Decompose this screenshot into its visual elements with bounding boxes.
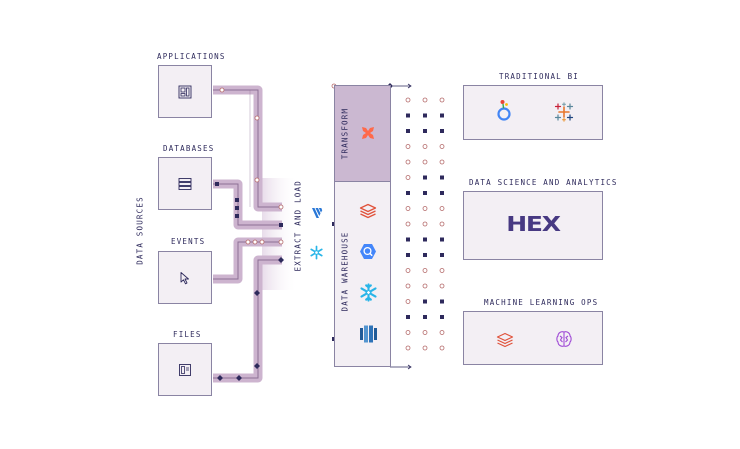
flow-dot bbox=[405, 206, 411, 211]
target-label-mlops: MACHINE LEARNING OPS bbox=[484, 298, 599, 307]
flow-dot bbox=[406, 237, 410, 242]
source-box-databases bbox=[158, 157, 212, 210]
flow-dot bbox=[440, 315, 444, 319]
flow-dot bbox=[405, 283, 411, 289]
tableau-icon bbox=[554, 102, 574, 122]
data-sources-label: DATA SOURCES bbox=[135, 196, 145, 265]
flow-dot bbox=[406, 315, 410, 319]
flow-dot bbox=[423, 129, 427, 133]
flow-dot bbox=[439, 221, 445, 227]
flow-dot bbox=[406, 129, 410, 133]
database-icon bbox=[178, 178, 192, 190]
flow-dot bbox=[440, 253, 444, 257]
target-box-traditional-bi bbox=[463, 85, 603, 140]
ml-brain-icon bbox=[556, 331, 572, 347]
source-label-applications: APPLICATIONS bbox=[157, 52, 226, 61]
flow-dot bbox=[405, 221, 411, 227]
flow-dot bbox=[422, 206, 428, 211]
snowflake-connector-icon bbox=[310, 245, 323, 260]
cursor-icon bbox=[180, 272, 189, 285]
transform-label: TRANSFORM bbox=[340, 107, 350, 160]
flow-dot bbox=[440, 191, 444, 195]
source-box-files bbox=[158, 343, 212, 396]
flow-dot bbox=[422, 345, 428, 351]
flow-dot bbox=[405, 299, 411, 304]
flow-dot bbox=[423, 299, 427, 304]
databricks-icon bbox=[359, 203, 377, 219]
flow-dot bbox=[439, 97, 445, 103]
target-label-data-science: DATA SCIENCE AND ANALYTICS bbox=[469, 178, 618, 187]
flow-dot bbox=[405, 330, 411, 335]
bigquery-icon bbox=[360, 244, 376, 259]
flow-dot bbox=[440, 129, 444, 133]
flow-dot bbox=[439, 330, 445, 335]
target-label-traditional-bi: TRADITIONAL BI bbox=[499, 72, 580, 81]
flow-dot bbox=[422, 221, 428, 227]
fivetran-icon bbox=[312, 208, 323, 218]
flow-dot bbox=[406, 113, 410, 118]
flow-dot bbox=[423, 253, 427, 257]
flow-dot bbox=[422, 159, 428, 165]
databricks-icon bbox=[496, 332, 514, 348]
source-box-applications bbox=[158, 65, 212, 118]
flow-dot bbox=[439, 345, 445, 351]
applications-icon bbox=[178, 85, 192, 99]
source-label-events: EVENTS bbox=[171, 237, 206, 246]
flow-dot bbox=[405, 345, 411, 351]
flow-dot bbox=[423, 113, 427, 118]
flow-dot bbox=[405, 268, 411, 273]
transform-section bbox=[334, 85, 391, 182]
flow-dot bbox=[439, 283, 445, 289]
source-box-events bbox=[158, 251, 212, 304]
source-label-files: FILES bbox=[173, 330, 202, 339]
flow-dot bbox=[405, 97, 411, 103]
flow-dot bbox=[405, 159, 411, 165]
redshift-icon bbox=[360, 325, 377, 343]
looker-icon bbox=[497, 100, 511, 121]
flow-dot bbox=[439, 144, 445, 149]
dbt-icon bbox=[362, 127, 374, 139]
flow-dot bbox=[423, 237, 427, 242]
flow-dot bbox=[406, 191, 410, 195]
flow-dot bbox=[422, 97, 428, 103]
flow-dot bbox=[439, 206, 445, 211]
flow-dot bbox=[440, 299, 444, 304]
hex-logo: HEX bbox=[506, 212, 561, 236]
flow-dot bbox=[440, 113, 444, 118]
file-icon bbox=[179, 364, 191, 376]
data-warehouse-label: DATA WAREHOUSE bbox=[340, 231, 350, 312]
flow-dot bbox=[423, 191, 427, 195]
flow-dot bbox=[439, 159, 445, 165]
flow-dot bbox=[406, 253, 410, 257]
flow-dot bbox=[422, 144, 428, 149]
flow-dot bbox=[440, 237, 444, 242]
extract-and-load-label: EXTRACT AND LOAD bbox=[293, 180, 303, 272]
flow-dot bbox=[405, 175, 411, 180]
flow-dot bbox=[423, 315, 427, 319]
flow-dot bbox=[439, 268, 445, 273]
flow-dot bbox=[422, 330, 428, 335]
snowflake-icon bbox=[360, 283, 377, 302]
target-box-mlops bbox=[463, 311, 603, 365]
target-box-data-science: HEX bbox=[463, 191, 603, 260]
data-flow-dots bbox=[405, 97, 445, 351]
flow-dot bbox=[423, 175, 427, 180]
flow-dot bbox=[422, 283, 428, 289]
flow-dot bbox=[440, 175, 444, 180]
flow-dot bbox=[422, 268, 428, 273]
source-label-databases: DATABASES bbox=[163, 144, 215, 153]
flow-dot bbox=[405, 144, 411, 149]
